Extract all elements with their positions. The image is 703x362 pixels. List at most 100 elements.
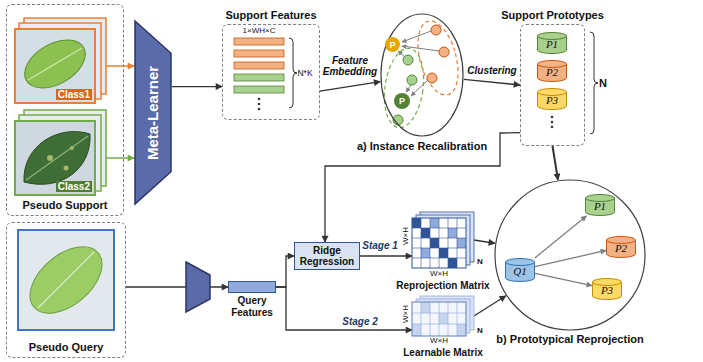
node-label: Learnable Matrix <box>403 347 482 359</box>
connector <box>464 79 520 85</box>
count-label: N*K <box>297 69 312 78</box>
matrix-cell <box>421 228 430 238</box>
matrix-outline <box>412 302 466 336</box>
feature-point <box>431 25 441 35</box>
node-label: b) Prototypical Reprojection <box>496 333 643 346</box>
query-encoder <box>186 262 210 312</box>
node-label: Class2 <box>56 181 92 193</box>
matrix-cell <box>439 313 448 324</box>
leaf <box>18 234 114 326</box>
learnable-matrix-art <box>412 296 474 336</box>
connector <box>276 287 412 330</box>
ellipsis-dot <box>258 98 261 101</box>
edge-label: Clustering <box>466 65 517 76</box>
node-label: P3 <box>601 284 613 297</box>
process-box: Ridge Regression <box>294 242 360 270</box>
recalibration-arrow <box>398 51 405 57</box>
image-card: Class1 <box>14 28 96 104</box>
feature-point <box>407 75 417 85</box>
edge-label: Stage 2 <box>341 316 379 327</box>
ellipsis-dot <box>258 108 261 111</box>
connector <box>535 216 587 258</box>
class1-images <box>14 18 106 104</box>
reprojection-circle: b) Prototypical ReprojectionQ1P1P2P3 <box>494 179 646 331</box>
leaf-spot <box>64 166 69 171</box>
ellipse-outline <box>495 180 645 330</box>
node-label: Meta-Learner <box>144 65 161 159</box>
matrix-outline <box>412 218 466 268</box>
matrix-cell <box>439 248 448 258</box>
query-image <box>18 230 114 330</box>
matrix-cell <box>430 238 439 248</box>
node-label: Query Features <box>222 295 282 318</box>
node-label: P <box>399 96 405 106</box>
matrix-cell <box>457 238 466 248</box>
query-cylinder: Q1 <box>505 258 535 282</box>
ellipsis-dot <box>258 103 261 106</box>
prototype-group: Support PrototypesP1P2P3 <box>520 24 585 146</box>
support-group: Pseudo SupportClass1Class2 <box>6 4 124 216</box>
matrix-cell <box>448 228 457 238</box>
encoder-shape <box>135 21 171 204</box>
prototype-cylinder: P1 <box>537 32 567 54</box>
prototype-dot: P <box>385 37 400 52</box>
leaf-vein <box>26 136 88 180</box>
prototype-cylinder: P2 <box>537 60 567 82</box>
node-label: P <box>389 39 395 49</box>
node-label: Ridge Regression <box>298 245 356 268</box>
connector <box>360 255 412 256</box>
node-label: a) Instance Recalibration <box>357 140 487 153</box>
connector <box>320 82 380 92</box>
leaf-spot <box>70 146 74 150</box>
feature-point <box>403 55 413 65</box>
brace <box>289 38 297 108</box>
connector <box>553 146 558 180</box>
cylinder-top <box>506 259 535 266</box>
matrix: Reprojection Matrix <box>412 212 474 268</box>
ellipsis-dot <box>551 121 554 124</box>
node-label: P2 <box>615 242 627 255</box>
edge-label: Feature Embedding <box>320 55 380 77</box>
cluster-outline <box>380 46 429 131</box>
dimension-label: W×H <box>430 337 448 345</box>
embedding-ellipse: a) Instance RecalibrationPP <box>380 13 464 137</box>
connector <box>126 286 228 287</box>
connector <box>535 250 606 266</box>
feature-bar <box>234 50 284 57</box>
feature-bar <box>234 86 284 93</box>
connector <box>276 256 294 287</box>
matrix-cell <box>448 258 457 268</box>
feature-bar <box>234 38 284 45</box>
count-label: N <box>477 327 483 335</box>
matrix-cell <box>421 302 430 313</box>
node-label: Support Prototypes <box>501 9 604 22</box>
node-label: P1 <box>546 38 558 51</box>
leaf-spot <box>47 155 53 161</box>
prototype-cylinder: P3 <box>537 88 567 110</box>
count-label: N <box>599 78 607 89</box>
recalibration-arrow <box>402 31 431 42</box>
prototype-cylinder: P2 <box>606 236 636 258</box>
recalibration-arrow <box>402 46 439 51</box>
feature-point <box>439 47 449 57</box>
image-ground <box>14 120 96 196</box>
connector <box>172 86 222 87</box>
leaf <box>24 132 90 185</box>
matrix-cell <box>430 218 439 228</box>
dimension-label: W×H <box>402 305 410 323</box>
prototype-cylinder: P3 <box>592 278 622 300</box>
feature-point <box>427 73 437 83</box>
ellipsis-dot <box>551 126 554 129</box>
ellipse-outline <box>381 14 463 136</box>
node-label: P1 <box>594 200 606 213</box>
image-card: Class2 <box>14 120 96 196</box>
matrix: Learnable Matrix <box>412 296 474 336</box>
node-label: Pseudo Query <box>29 341 104 354</box>
prototype-cylinder: P1 <box>585 194 615 216</box>
prototype-dot: P <box>394 93 410 109</box>
matrix-grid <box>412 218 466 268</box>
matrix-cell <box>412 218 421 228</box>
matrix-grid <box>412 302 466 336</box>
count-label: N <box>477 258 483 266</box>
